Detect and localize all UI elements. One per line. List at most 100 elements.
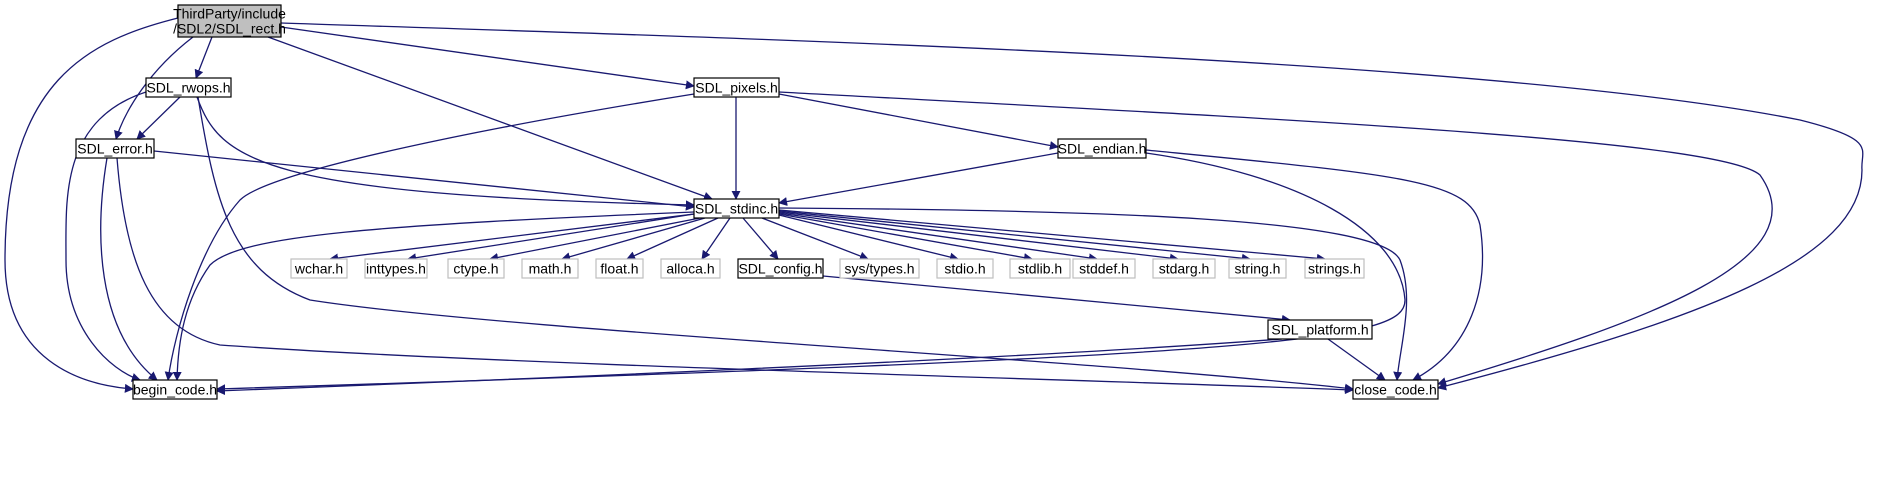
node-label: stdio.h bbox=[944, 261, 985, 277]
node-label: stdarg.h bbox=[1159, 261, 1210, 277]
edge-sdl-stdinc-to-stdarg bbox=[778, 211, 1179, 263]
node-sdl-config[interactable]: SDL_config.h bbox=[737, 258, 824, 279]
node-stdlib[interactable]: stdlib.h bbox=[1009, 258, 1071, 279]
node-box bbox=[1352, 379, 1439, 400]
node-box bbox=[145, 77, 232, 98]
node-stdio[interactable]: stdio.h bbox=[936, 258, 994, 279]
node-box bbox=[75, 138, 155, 159]
node-alloca[interactable]: alloca.h bbox=[660, 258, 721, 279]
node-box bbox=[364, 258, 428, 279]
node-box bbox=[1304, 258, 1365, 279]
node-label: math.h bbox=[529, 261, 572, 277]
edge-sdl-platform-to-begin-code bbox=[216, 338, 1283, 396]
node-box bbox=[1152, 258, 1216, 279]
node-box bbox=[290, 258, 348, 279]
edge-sdl-stdinc-to-sdl-config bbox=[742, 217, 779, 260]
node-label: sys/types.h bbox=[844, 261, 914, 277]
node-box bbox=[1057, 138, 1147, 159]
node-box bbox=[1267, 319, 1373, 340]
node-float[interactable]: float.h bbox=[595, 258, 644, 279]
edges-layer bbox=[4, 17, 1864, 396]
edge-sdl-stdinc-to-stdlib bbox=[778, 213, 1033, 263]
node-stdarg[interactable]: stdarg.h bbox=[1152, 258, 1216, 279]
node-inttypes[interactable]: inttypes.h bbox=[364, 258, 428, 279]
node-sys-types[interactable]: sys/types.h bbox=[839, 258, 920, 279]
edge-sdl-endian-to-sdl-stdinc bbox=[778, 152, 1059, 207]
node-label: string.h bbox=[1235, 261, 1281, 277]
node-label: wchar.h bbox=[294, 261, 343, 277]
node-strings[interactable]: strings.h bbox=[1304, 258, 1365, 279]
edge-sdl-stdinc-to-begin-code bbox=[172, 211, 695, 381]
edge-sdl-rwops-to-begin-code bbox=[65, 91, 147, 382]
edge-sdl-error-to-sdl-stdinc bbox=[153, 150, 695, 211]
edge-sdl-stdinc-to-strings bbox=[778, 209, 1326, 263]
edge-sdl-stdinc-to-inttypes bbox=[407, 213, 695, 263]
edge-sdl-error-to-close-code bbox=[116, 157, 1354, 395]
node-label: SDL_pixels.h bbox=[695, 80, 778, 96]
edge-sdl-stdinc-to-wchar bbox=[329, 213, 695, 263]
node-sdl-pixels[interactable]: SDL_pixels.h bbox=[693, 77, 780, 98]
node-label: inttypes.h bbox=[366, 261, 426, 277]
node-label: /SDL2/SDL_rect.h bbox=[173, 21, 286, 37]
node-sdl-endian[interactable]: SDL_endian.h bbox=[1057, 138, 1147, 159]
node-label: begin_code.h bbox=[133, 382, 217, 398]
edge-sdl-rwops-to-sdl-error bbox=[136, 96, 181, 140]
edge-sdl-stdinc-to-math bbox=[561, 217, 706, 262]
node-label: ctype.h bbox=[453, 261, 498, 277]
node-stddef[interactable]: stddef.h bbox=[1072, 258, 1136, 279]
edge-sdl-rect-to-close-code bbox=[280, 22, 1864, 391]
node-ctype[interactable]: ctype.h bbox=[447, 258, 505, 279]
edge-sdl-config-to-sdl-platform bbox=[822, 275, 1291, 324]
edge-sdl-rect-to-sdl-stdinc bbox=[267, 36, 713, 201]
node-box bbox=[447, 258, 505, 279]
edge-sdl-pixels-to-begin-code bbox=[164, 93, 695, 381]
node-label: SDL_error.h bbox=[77, 141, 152, 157]
node-begin-code[interactable]: begin_code.h bbox=[132, 379, 218, 400]
node-label: alloca.h bbox=[666, 261, 714, 277]
node-label: SDL_platform.h bbox=[1271, 322, 1368, 338]
node-sdl-error[interactable]: SDL_error.h bbox=[75, 138, 155, 159]
node-box bbox=[693, 198, 780, 219]
edge-sdl-rect-to-sdl-error bbox=[114, 36, 194, 140]
node-sdl-platform[interactable]: SDL_platform.h bbox=[1267, 319, 1373, 340]
node-sdl-rwops[interactable]: SDL_rwops.h bbox=[145, 77, 232, 98]
node-label: ThirdParty/include bbox=[173, 6, 286, 22]
node-close-code[interactable]: close_code.h bbox=[1352, 379, 1439, 400]
node-box bbox=[660, 258, 721, 279]
node-sdl-stdinc[interactable]: SDL_stdinc.h bbox=[693, 198, 780, 219]
node-label: SDL_rwops.h bbox=[146, 80, 230, 96]
edge-sdl-pixels-to-close-code bbox=[778, 91, 1773, 386]
edge-sdl-stdinc-to-sys-types bbox=[761, 217, 869, 261]
edge-sdl-stdinc-to-ctype bbox=[489, 217, 701, 262]
node-box bbox=[521, 258, 579, 279]
edge-sdl-platform-to-close-code bbox=[1327, 338, 1386, 381]
edge-sdl-stdinc-to-alloca bbox=[701, 217, 731, 260]
edge-sdl-rwops-to-sdl-stdinc bbox=[196, 96, 695, 210]
edge-sdl-endian-to-begin-code bbox=[216, 152, 1406, 394]
edge-sdl-stdinc-to-close-code bbox=[778, 207, 1408, 381]
edge-sdl-stdinc-to-stdio bbox=[778, 214, 959, 262]
node-wchar[interactable]: wchar.h bbox=[290, 258, 348, 279]
node-label: close_code.h bbox=[1354, 382, 1437, 398]
edge-sdl-rect-to-begin-code bbox=[4, 17, 179, 393]
node-box bbox=[839, 258, 920, 279]
edge-sdl-rect-to-sdl-rwops bbox=[194, 36, 213, 79]
edge-sdl-stdinc-to-stddef bbox=[778, 212, 1098, 263]
node-box bbox=[595, 258, 644, 279]
node-label: SDL_endian.h bbox=[1058, 141, 1147, 157]
node-label: float.h bbox=[600, 261, 638, 277]
node-label: stddef.h bbox=[1079, 261, 1129, 277]
edge-sdl-rwops-to-close-code bbox=[197, 96, 1354, 393]
node-box bbox=[1072, 258, 1136, 279]
edge-sdl-stdinc-to-string bbox=[778, 210, 1251, 263]
node-box bbox=[1009, 258, 1071, 279]
edge-sdl-rect-to-sdl-pixels bbox=[280, 26, 695, 90]
node-sdl-rect[interactable]: ThirdParty/include/SDL2/SDL_rect.h bbox=[173, 4, 286, 38]
edge-sdl-endian-to-close-code bbox=[1145, 149, 1484, 381]
node-string[interactable]: string.h bbox=[1228, 258, 1287, 279]
node-label: stdlib.h bbox=[1018, 261, 1062, 277]
node-box bbox=[1228, 258, 1287, 279]
nodes-layer: ThirdParty/include/SDL2/SDL_rect.hSDL_rw… bbox=[75, 4, 1439, 400]
node-math[interactable]: math.h bbox=[521, 258, 579, 279]
